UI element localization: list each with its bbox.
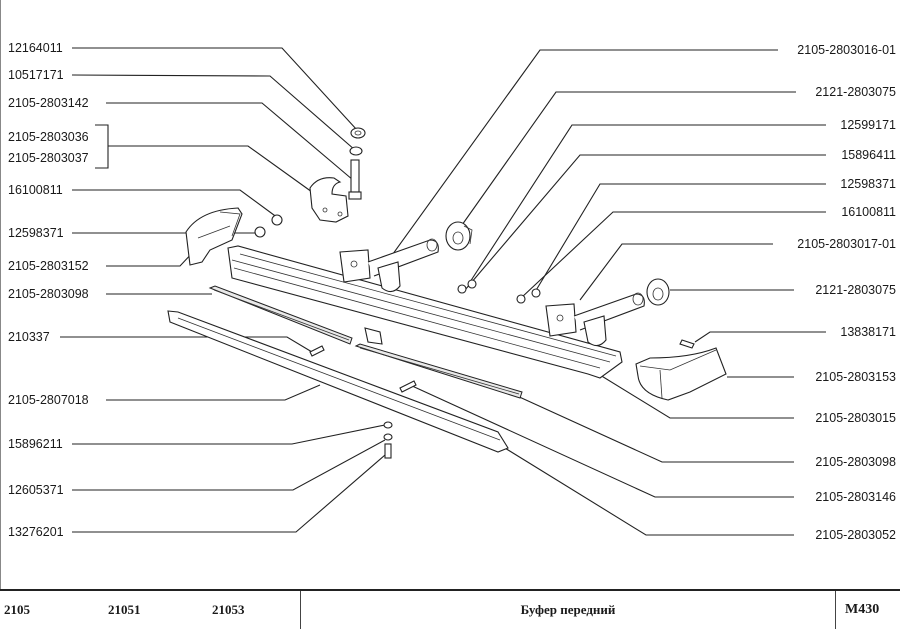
part-label-2121-2803075-bottom: 2121-2803075	[815, 283, 896, 297]
leader-16100811-right	[520, 211, 826, 299]
molding-2105-2803098-left	[208, 285, 353, 345]
leader-15896411	[464, 154, 826, 291]
part-label-2121-2803075-top: 2121-2803075	[815, 85, 896, 99]
leader-2105-2803036	[108, 145, 313, 193]
part-label-2105-2807018: 2105-2807018	[8, 393, 89, 407]
part-label-12599171: 12599171	[840, 118, 896, 132]
leader-16100811	[72, 189, 279, 219]
part-label-13838171: 13838171	[840, 325, 896, 339]
nut-16100811-left	[271, 214, 283, 226]
leader-2105-2803146	[409, 384, 794, 498]
washer-10517171	[349, 146, 363, 156]
end-cap-2105-2803153	[635, 347, 727, 401]
bolt-2105-2803142	[348, 159, 362, 200]
model-code-21051: 21051	[108, 602, 141, 617]
model-code-2105: 2105	[4, 602, 30, 617]
part-label-12598371-right: 12598371	[840, 177, 896, 191]
part-label-2105-2803098-right: 2105-2803098	[815, 455, 896, 469]
leader-210337	[60, 336, 313, 353]
leader-10517171	[71, 74, 356, 151]
bushing-2121-2803075-top	[445, 221, 473, 251]
leader-2105-2807018	[106, 384, 321, 401]
leader-13276201	[72, 454, 386, 533]
part-label-15896211: 15896211	[8, 437, 63, 451]
title-block-divider	[835, 591, 836, 629]
mount-2105-2803016-01	[339, 238, 439, 293]
leader-12605371	[72, 439, 386, 491]
bushing-2121-2803075-bottom	[646, 278, 670, 306]
washer-12605371	[383, 433, 393, 441]
part-label-2105-2803017-01: 2105-2803017-01	[797, 237, 896, 251]
nut-12599171	[467, 279, 477, 289]
bracket-2105-2803036-37	[95, 124, 109, 169]
screw-2105-2803146	[399, 380, 417, 393]
right-leader-lines	[389, 49, 826, 536]
end-cap-2105-2803152	[185, 207, 243, 266]
leader-2105-2803142	[106, 102, 354, 181]
leader-2105-2803016-01	[389, 49, 778, 259]
nut-16100811-right	[516, 294, 526, 304]
washer-15896411	[457, 284, 467, 294]
part-label-210337: 210337	[8, 330, 50, 344]
part-label-12605371: 12605371	[8, 483, 64, 497]
molding-2105-2803098-right	[354, 343, 523, 399]
leader-12598371-right	[534, 183, 826, 293]
sheet-code: M430	[845, 602, 880, 617]
part-label-2105-2803152: 2105-2803152	[8, 259, 89, 273]
screw-13838171	[679, 339, 695, 349]
leader-2105-2803052	[499, 444, 794, 536]
sheet-left-border	[0, 0, 1, 589]
part-label-2105-2803015: 2105-2803015	[815, 411, 896, 425]
leader-13838171	[694, 331, 826, 343]
leader-2105-2803015	[599, 374, 794, 419]
diagram-title: Буфер передний	[520, 602, 616, 617]
left-leader-lines	[60, 47, 386, 533]
leader-2105-2803017-01	[579, 243, 773, 301]
leader-2105-2803152	[106, 249, 196, 267]
title-block-divider	[300, 591, 301, 629]
washer-12598371-right	[531, 288, 541, 298]
part-label-16100811-right: 16100811	[841, 205, 896, 219]
part-label-2105-2803146: 2105-2803146	[815, 490, 896, 504]
nut-12164011	[350, 127, 366, 139]
part-label-2105-2803037: 2105-2803037	[8, 151, 89, 165]
part-label-12598371: 12598371	[8, 226, 64, 240]
part-label-2105-2803016-01: 2105-2803016-01	[797, 43, 896, 57]
model-code-21053: 21053	[212, 602, 245, 617]
part-label-2105-2803153: 2105-2803153	[815, 370, 896, 384]
part-label-2105-2803052: 2105-2803052	[815, 528, 896, 542]
bolt-13276201	[384, 443, 392, 459]
part-label-15896411: 15896411	[841, 148, 896, 162]
leader-12164011	[72, 47, 358, 131]
part-label-2105-2803142: 2105-2803142	[8, 96, 89, 110]
part-label-2105-2803098: 2105-2803098	[8, 287, 89, 301]
part-label-12164011: 12164011	[8, 41, 63, 55]
leader-15896211	[72, 424, 386, 445]
mount-2105-2803017-01	[545, 292, 645, 347]
leader-12599171	[469, 124, 826, 283]
part-label-13276201: 13276201	[8, 525, 64, 539]
bumper-beam-2105-2803015	[227, 245, 623, 379]
lower-trim-2105-2807018	[167, 310, 509, 453]
part-label-2105-2803036: 2105-2803036	[8, 130, 89, 144]
part-label-10517171: 10517171	[8, 68, 64, 82]
center-bracket	[364, 327, 383, 345]
leader-2121-2803075-top	[461, 91, 796, 226]
exploded-view-drawing	[60, 47, 826, 536]
title-block: 2105 21051 21053 Буфер передний M430	[0, 589, 900, 629]
screw-210337	[309, 345, 325, 357]
washer-15896211	[383, 421, 393, 429]
bracket-2105-2803036	[309, 177, 349, 223]
part-label-16100811: 16100811	[8, 183, 63, 197]
leader-2105-2803098-right	[514, 394, 794, 463]
washer-12598371-left	[254, 226, 266, 238]
